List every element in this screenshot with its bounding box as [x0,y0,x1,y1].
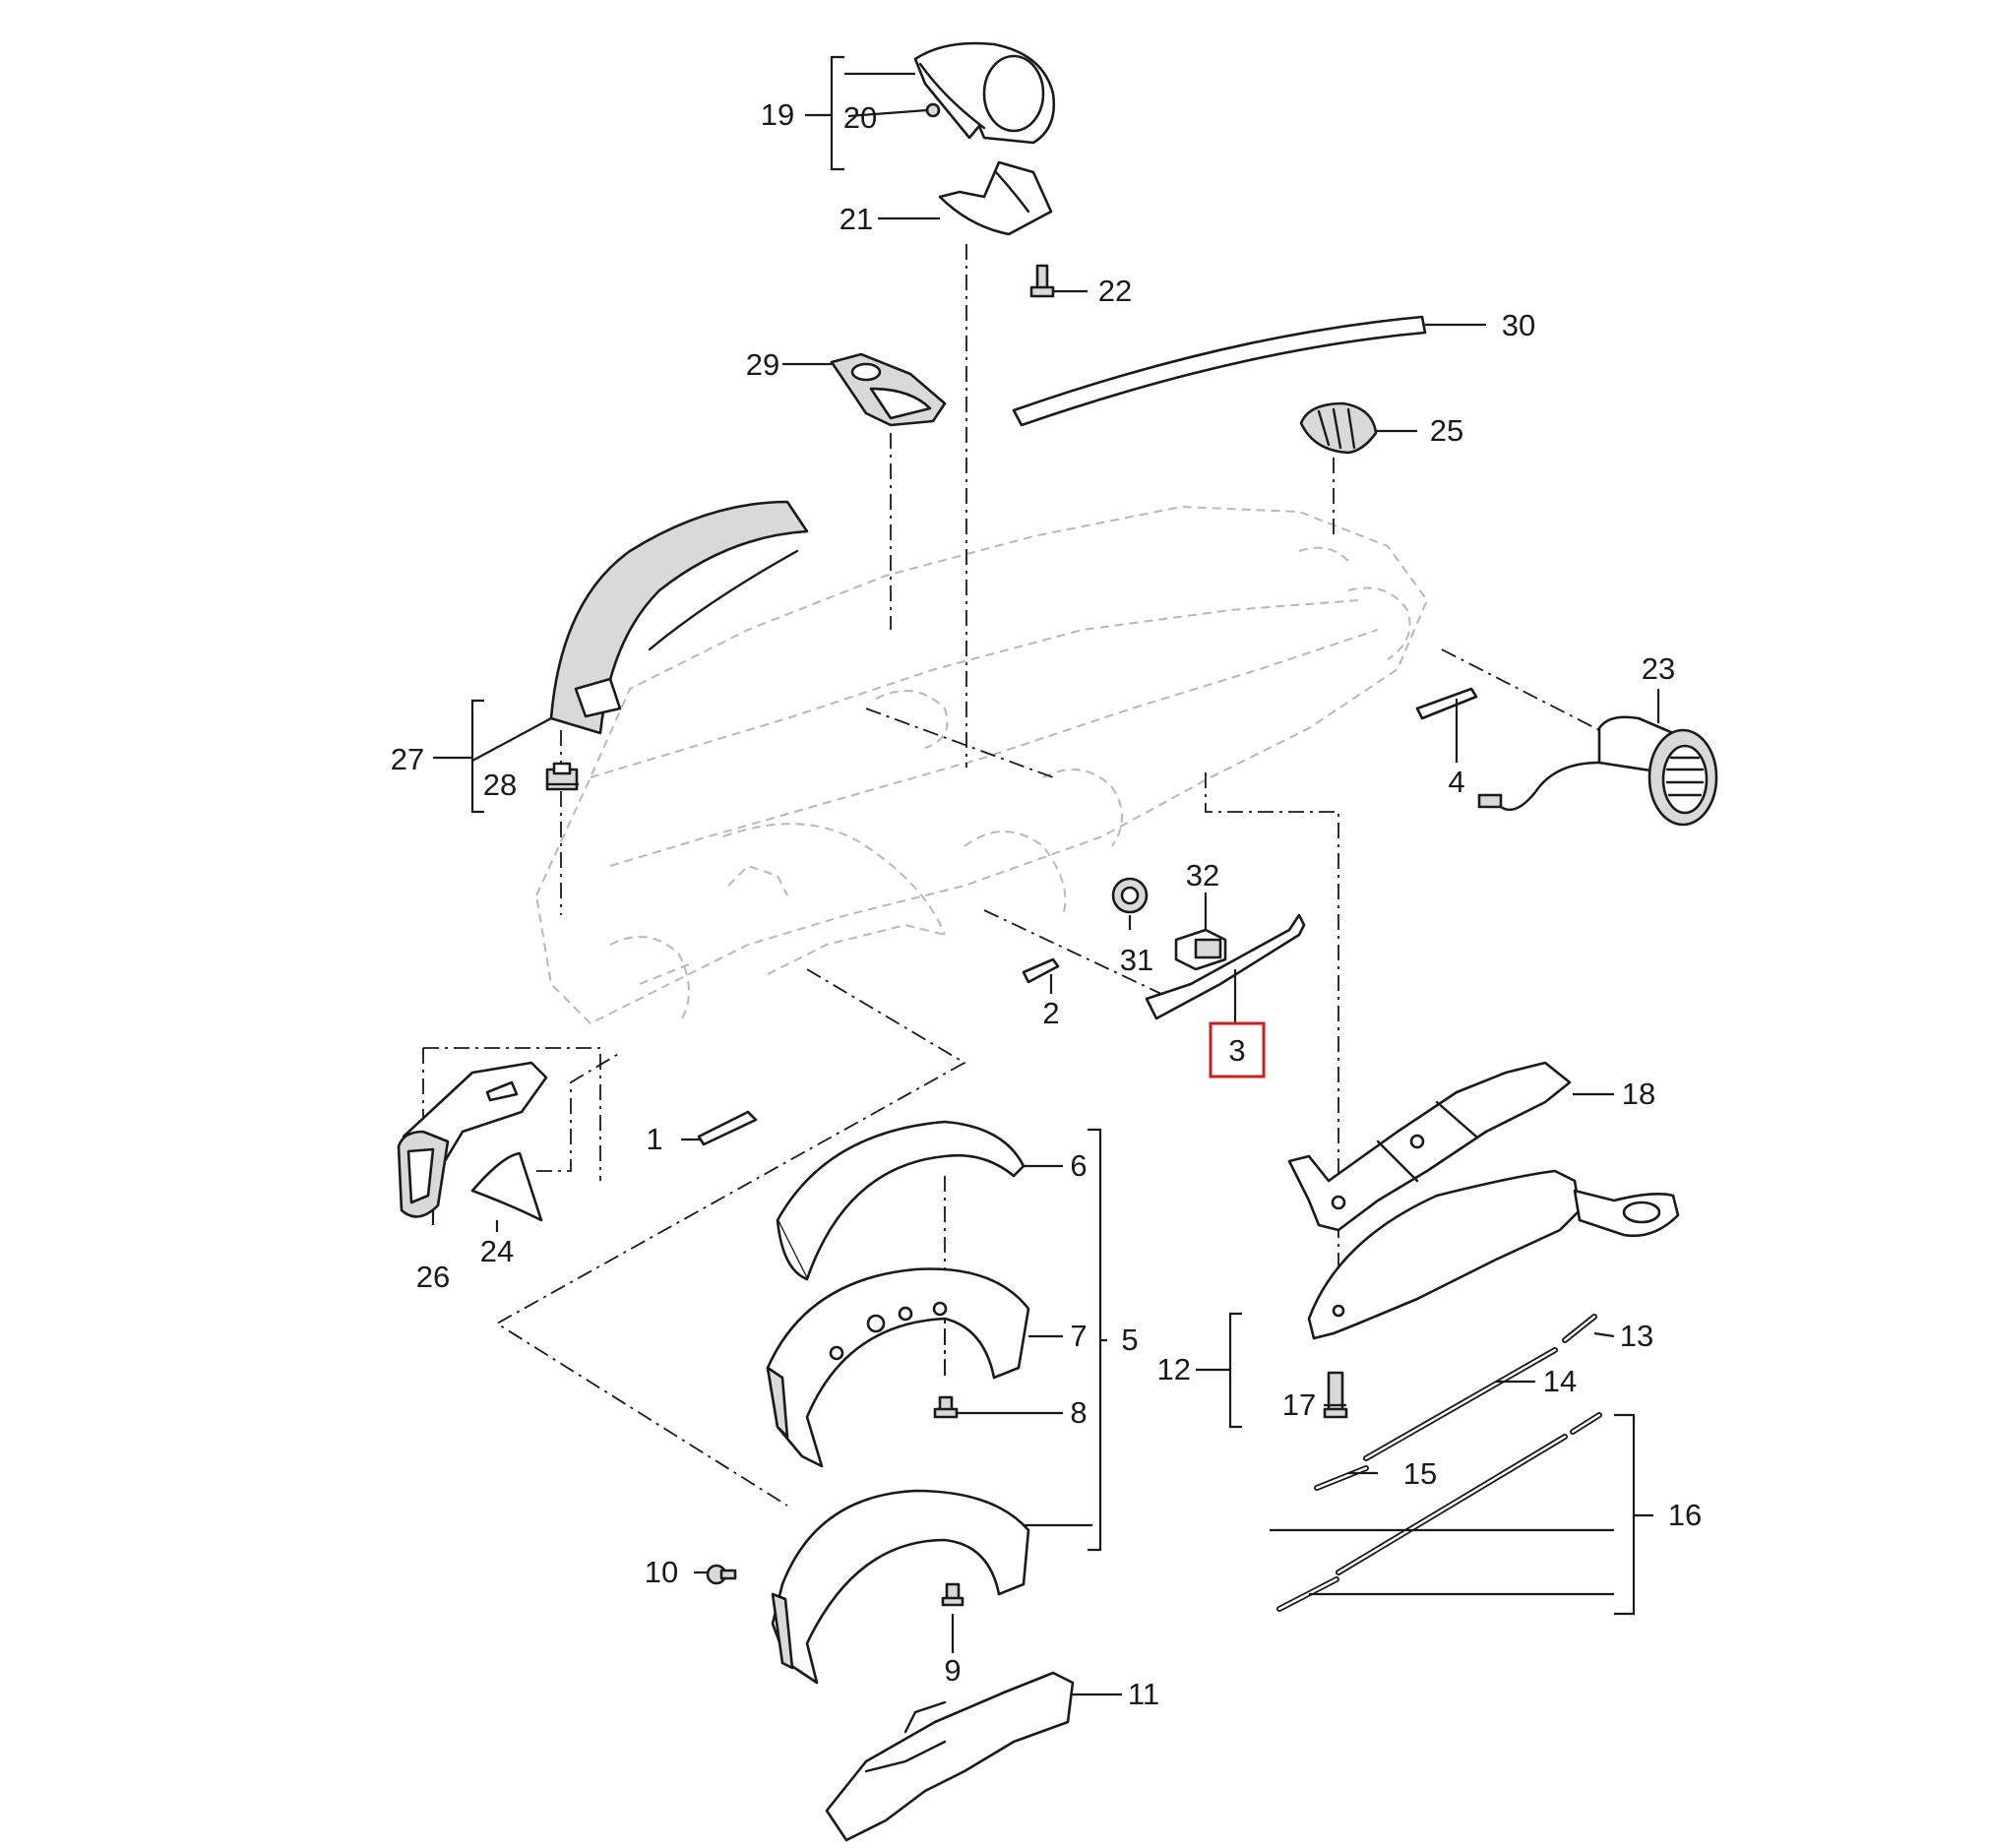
part-27-dash-top-pad [549,500,809,735]
callout-32: 32 [1186,858,1219,893]
callout-15: 15 [1403,1456,1437,1491]
part-30-trim-strip [1012,315,1427,427]
part-29-speaker-grille [830,352,947,427]
part-7-hood-frame [766,1267,1030,1468]
callout-12: 12 [1157,1352,1191,1386]
part-3-lower-trim [1145,913,1306,1020]
part-23-side-vent [1477,715,1718,827]
part-8-screw [933,1395,959,1419]
part-31-grommet [1111,877,1149,914]
part-5-lower-hood [771,1489,1030,1685]
callout-21: 21 [840,202,873,236]
part-6-hood-top [776,1120,1026,1281]
callout-6: 6 [1070,1148,1087,1183]
callout-13: 13 [1620,1319,1653,1353]
dashboard-outline [534,505,1429,1025]
part-12-cross-beam [1307,1169,1680,1340]
part-2-clip-strip [1022,957,1060,984]
callout-brackets [433,55,1653,1616]
callout-23: 23 [1642,651,1675,686]
callout-26: 26 [416,1260,450,1294]
part-18-mount-bracket [1287,1061,1572,1232]
callout-24: 24 [480,1234,514,1268]
callout-17: 17 [1282,1387,1316,1422]
callout-2: 2 [1042,996,1059,1030]
part-24-trim-piece [470,1151,543,1222]
part-17-bolt [1323,1371,1348,1419]
callout-18: 18 [1622,1077,1655,1111]
part-11-column-cover [825,1671,1075,1842]
callout-25: 25 [1430,413,1463,448]
callout-4: 4 [1448,765,1464,799]
callout-11: 11 [1128,1677,1159,1711]
callout-5: 5 [1121,1323,1138,1357]
callout-16: 16 [1668,1498,1702,1532]
part-20-clip [925,102,941,118]
callout-labels: 1 2 3 4 5 6 7 8 9 10 11 12 13 14 15 16 1… [391,97,1702,1711]
callout-7: 7 [1070,1319,1087,1353]
callout-19: 19 [761,97,794,132]
callout-27: 27 [391,742,424,776]
callout-29: 29 [746,347,779,382]
leader-lines [431,72,1660,1696]
part-32-switch [1174,928,1227,971]
part-25-vent-grille [1299,401,1378,455]
callout-14: 14 [1543,1364,1577,1398]
highlight-box [1209,1021,1266,1078]
part-10-screw [706,1564,737,1585]
part-13-14-rods [1363,1314,1597,1461]
part-15-16-rods [1276,1412,1602,1612]
part-22-screw [1029,264,1055,298]
callout-31: 31 [1120,943,1153,977]
part-9-screw [941,1582,964,1607]
part-21-cowl-bracket [938,160,1053,236]
callout-9: 9 [944,1653,961,1688]
callout-3: 3 [1228,1033,1245,1068]
callout-22: 22 [1098,274,1132,308]
callout-30: 30 [1502,308,1535,342]
callout-20: 20 [843,100,877,135]
callout-10: 10 [645,1555,678,1589]
part-26-left-vent [397,1061,548,1218]
part-4-bracket [1415,687,1478,720]
callout-1: 1 [646,1122,662,1156]
part-19-cluster-cowl [913,41,1056,145]
part-1-clip-strip [697,1110,758,1146]
callout-8: 8 [1070,1395,1087,1430]
callout-28: 28 [483,768,517,802]
